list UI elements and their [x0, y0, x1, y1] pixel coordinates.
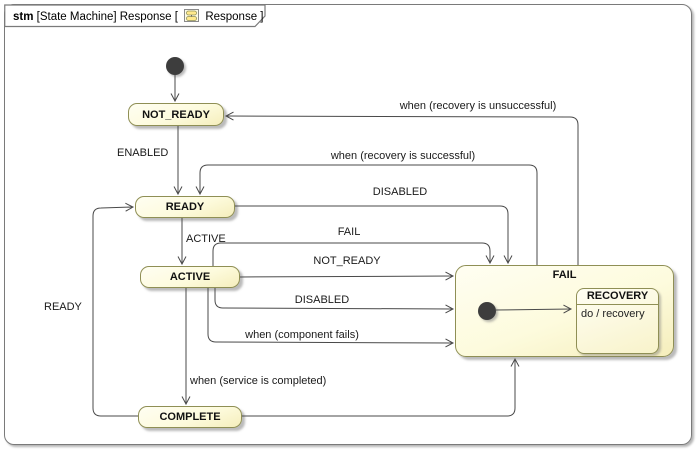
state-recovery-activity: do / recovery	[581, 308, 645, 320]
state-recovery-label: RECOVERY	[577, 289, 658, 305]
state-complete[interactable]: COMPLETE	[138, 406, 242, 428]
label-active[interactable]: ACTIVE	[186, 233, 226, 245]
state-recovery[interactable]: RECOVERY do / recovery	[576, 288, 659, 354]
diagram-type-name: [State Machine] Response [	[33, 11, 182, 23]
diagram-keyword: stm	[13, 11, 34, 23]
initial-pseudostate[interactable]	[166, 57, 184, 75]
label-recovery-unsuccessful[interactable]: when (recovery is unsuccessful)	[399, 100, 557, 112]
label-disabled-from-ready[interactable]: DISABLED	[372, 186, 428, 198]
diagram-title: stm [State Machine] Response [ Response …	[13, 9, 264, 25]
fail-initial-pseudostate[interactable]	[478, 302, 496, 320]
diagram-frame	[4, 4, 692, 445]
label-enabled[interactable]: ENABLED	[117, 147, 169, 159]
state-not-ready[interactable]: NOT_READY	[128, 103, 224, 126]
label-fail[interactable]: FAIL	[337, 226, 361, 238]
state-machine-diagram-icon	[184, 9, 200, 25]
state-ready-label: READY	[165, 201, 205, 213]
state-fail-label: FAIL	[552, 269, 577, 281]
state-active-label: ACTIVE	[169, 271, 211, 283]
state-not-ready-label: NOT_READY	[142, 108, 210, 121]
label-ready[interactable]: READY	[44, 301, 82, 313]
state-fail[interactable]: FAIL RECOVERY do / recovery	[455, 265, 674, 357]
state-complete-label: COMPLETE	[159, 411, 221, 423]
diagram-context-name: Response ]	[202, 11, 264, 23]
state-ready[interactable]: READY	[135, 196, 235, 218]
label-not-ready[interactable]: NOT_READY	[313, 255, 381, 267]
label-disabled-from-active[interactable]: DISABLED	[294, 294, 350, 306]
label-component-fails[interactable]: when (component fails)	[245, 329, 359, 341]
label-recovery-successful[interactable]: when (recovery is successful)	[330, 150, 476, 162]
state-active[interactable]: ACTIVE	[140, 266, 240, 288]
label-service-completed[interactable]: when (service is completed)	[190, 375, 327, 387]
